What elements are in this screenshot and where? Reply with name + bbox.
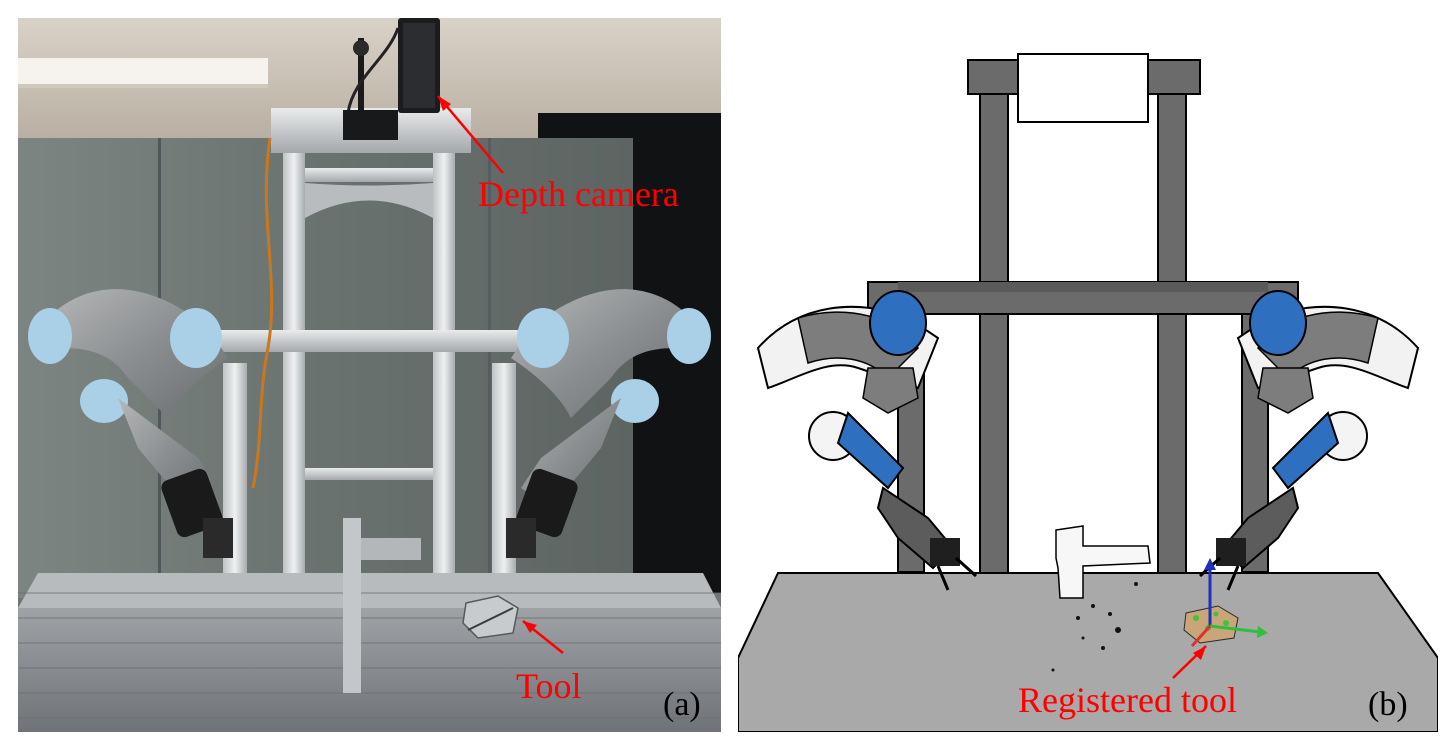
left-robot-arm (28, 289, 233, 558)
registered-tool-label: Registered tool (1018, 680, 1237, 720)
render-panel-b: Registered tool (b) (738, 18, 1438, 732)
panel-b-tag: (b) (1368, 686, 1408, 723)
panel-a-tag: (a) (663, 686, 701, 723)
registered-tool-model (1183, 558, 1268, 648)
tool-object (462, 595, 519, 639)
lab-photo (18, 18, 721, 732)
tool-label: Tool (516, 666, 582, 706)
photo-panel-a: Depth camera Tool (a) (18, 18, 721, 732)
depth-camera-label: Depth camera (478, 174, 679, 214)
registration-render (738, 53, 1438, 732)
left-robot-model (756, 290, 978, 591)
right-robot-model (1198, 290, 1420, 591)
right-robot-arm (506, 289, 711, 558)
